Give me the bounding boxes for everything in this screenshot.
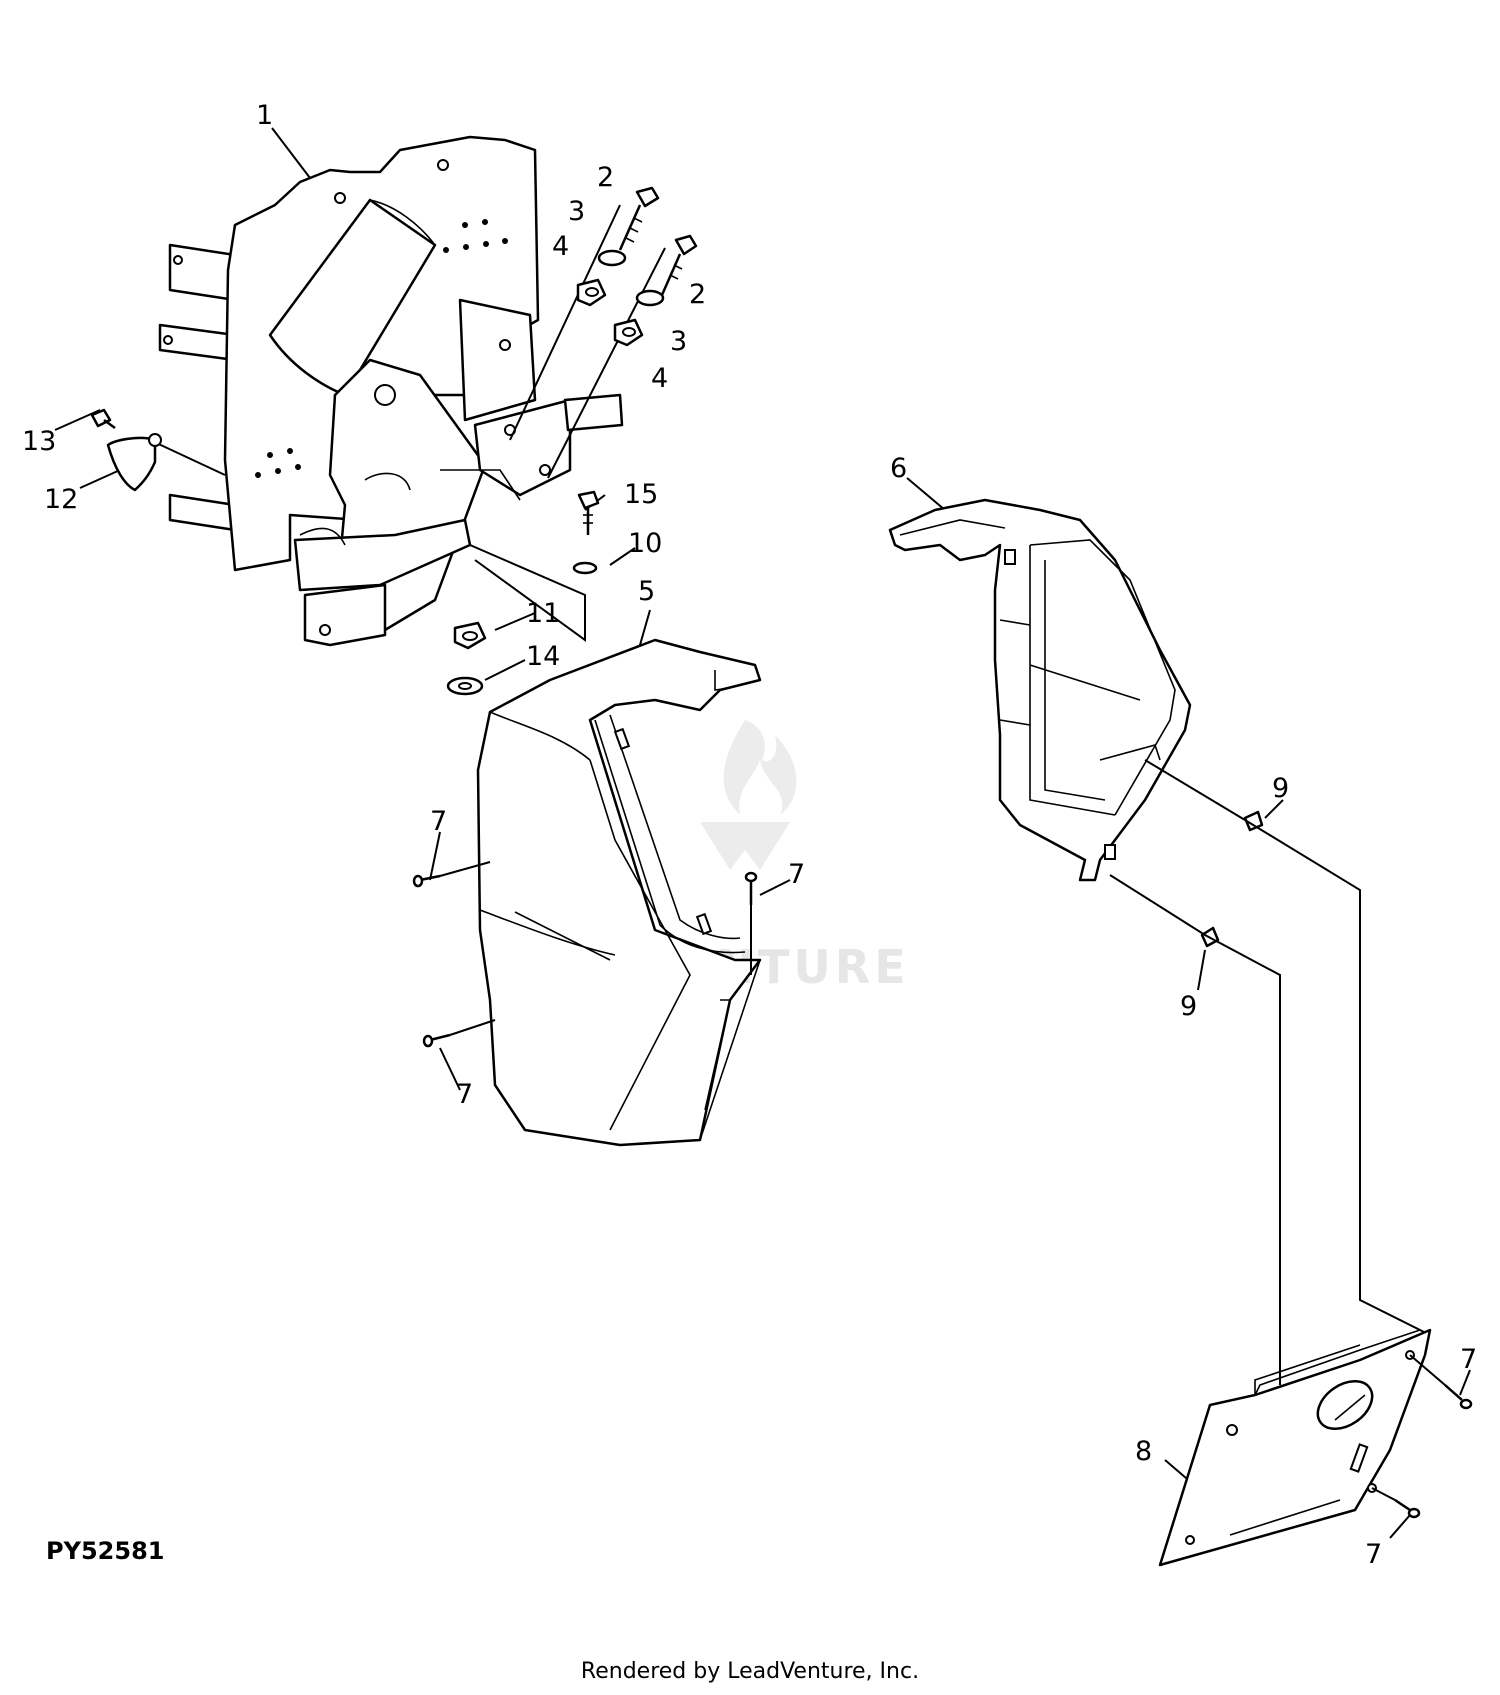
leader-lines [54,127,1471,1539]
callout-7-panel-top: 7 [1460,1344,1477,1375]
render-credit: Rendered by LeadVenture, Inc. [580,1659,920,1684]
callout-3-lower: 3 [670,326,687,357]
part-1-frame [158,135,624,647]
callout-13: 13 [22,426,56,457]
fasteners-7-shroud [412,861,758,1048]
callout-14: 14 [526,641,560,672]
callout-6: 6 [890,453,907,484]
callout-7-panel-bottom: 7 [1365,1539,1382,1570]
fasteners-2-3-4 [576,186,698,347]
callout-5: 5 [638,576,655,607]
callout-1: 1 [256,100,273,131]
callout-11: 11 [526,598,560,629]
callout-7-shroud-bottom: 7 [456,1079,473,1110]
callout-10: 10 [628,528,662,559]
fasteners-9 [1109,759,1431,1385]
callout-4-lower: 4 [651,363,668,394]
flame-logo-icon [700,720,797,870]
callout-8: 8 [1135,1436,1152,1467]
callout-15: 15 [624,479,658,510]
callout-9-lower: 9 [1180,991,1197,1022]
fasteners-7-panel [1371,1354,1473,1519]
callout-2-upper: 2 [597,162,614,193]
callout-2-lower: 2 [689,279,706,310]
callout-9-upper: 9 [1272,773,1289,804]
callout-7-shroud-right: 7 [788,859,805,890]
callout-7-shroud-top: 7 [430,806,447,837]
callout-3-upper: 3 [568,196,585,227]
part-8-lower-panel [1158,1328,1432,1567]
part-6-side-frame [888,498,1192,882]
callout-labels: 1 2 3 4 2 3 4 13 12 15 10 11 14 5 6 7 7 … [22,100,1477,1570]
callout-12: 12 [44,484,78,515]
callout-4-upper: 4 [552,231,569,262]
part-5-shroud [476,638,762,1147]
figure-id: PY52581 [46,1537,165,1565]
fasteners-12-13 [90,408,162,492]
fasteners-10-11-14-15 [446,490,600,696]
